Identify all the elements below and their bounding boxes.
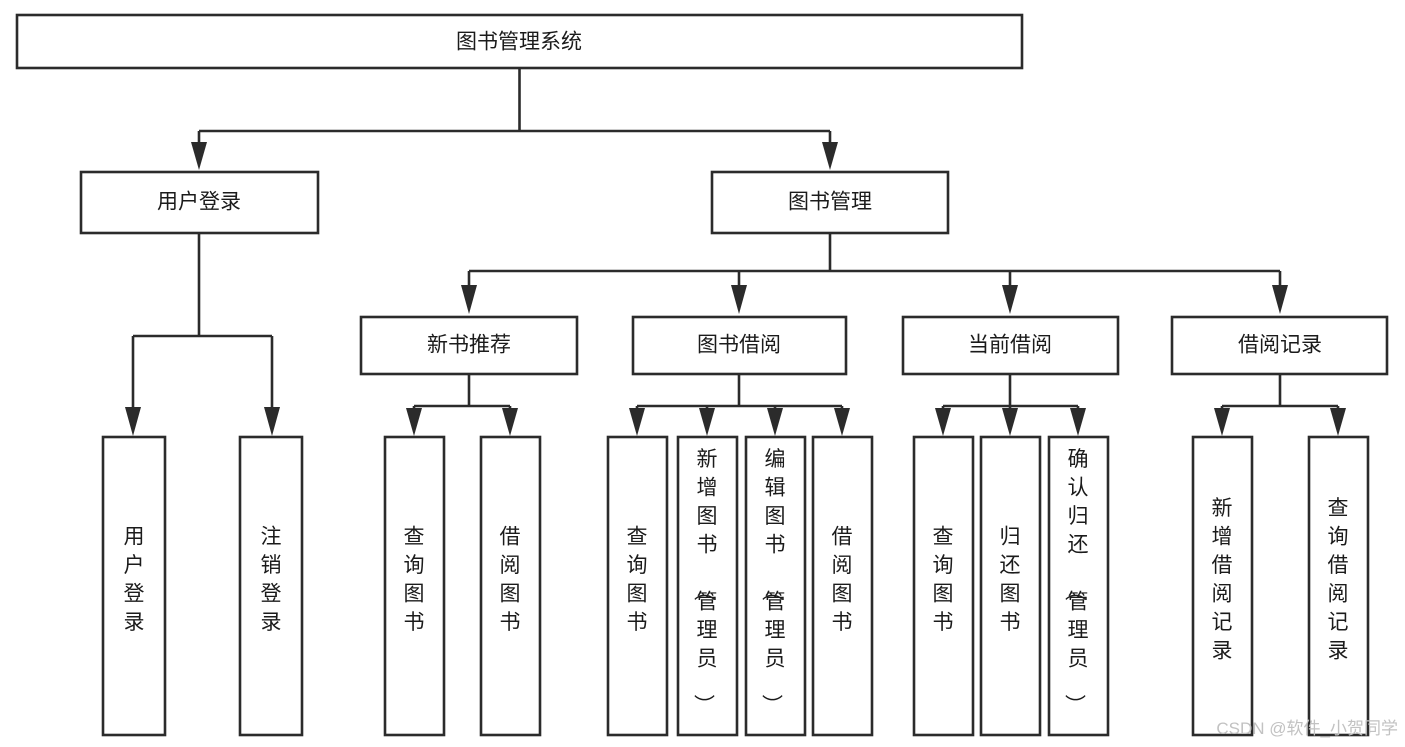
arrow-leaf-query-book-2 [629, 408, 645, 436]
arrow-leaf-query-book-1 [406, 408, 422, 436]
node-book-manage-label: 图书管理 [788, 191, 872, 214]
arrow-to-user-login [191, 142, 207, 170]
node-user-login-box[interactable] [79, 170, 320, 235]
leaf-query-record-label: 查询借阅记录 [1328, 497, 1349, 663]
leaf-query-record[interactable]: 查询借阅记录 [1307, 435, 1370, 737]
connector-group [125, 68, 1346, 436]
arrow-leaf-query-book-3 [935, 408, 951, 436]
leaf-edit-book[interactable]: 编辑图书（管理员） [744, 435, 807, 737]
leaf-borrow-book-2-label: 借阅图书 [832, 525, 853, 634]
leaf-confirm-return-box[interactable] [1047, 435, 1110, 737]
leaf-confirm-return-label: 确认归还（管理员） [1063, 448, 1089, 715]
node-new-book-recommend-box[interactable] [359, 315, 579, 376]
leaf-add-record-label: 新增借阅记录 [1212, 497, 1233, 663]
node-borrow-record[interactable]: 借阅记录 [1170, 315, 1389, 376]
node-new-book-recommend[interactable]: 新书推荐 [359, 315, 579, 376]
leaf-query-book-3-box[interactable] [912, 435, 975, 737]
leaf-edit-book-label: 编辑图书（管理员） [760, 448, 786, 715]
arrow-to-new-book-recommend [461, 285, 477, 314]
leaf-edit-book-box[interactable] [744, 435, 807, 737]
csdn-watermark: CSDN @软件_小贺同学 [1216, 719, 1398, 738]
arrow-leaf-add-record [1214, 408, 1230, 436]
leaf-return-book-box[interactable] [979, 435, 1042, 737]
node-book-manage-box[interactable] [710, 170, 950, 235]
node-user-login-label: 用户登录 [157, 191, 241, 214]
arrow-leaf-add-book [699, 408, 715, 436]
node-user-login[interactable]: 用户登录 [79, 170, 320, 235]
arrow-leaf-borrow-book-2 [834, 408, 850, 436]
arrow-leaf-return-book [1002, 408, 1018, 436]
leaf-borrow-book-2[interactable]: 借阅图书 [811, 435, 874, 737]
leaf-query-book-1-label: 查询图书 [404, 525, 425, 634]
arrow-leaf-query-record [1330, 408, 1346, 436]
leaf-borrow-book-1[interactable]: 借阅图书 [479, 435, 542, 737]
leaf-query-book-1[interactable]: 查询图书 [383, 435, 446, 737]
leaf-query-book-1-box[interactable] [383, 435, 446, 737]
node-root-label: 图书管理系统 [456, 31, 582, 54]
node-book-borrow-box[interactable] [631, 315, 848, 376]
leaf-user-login-label: 用户登录 [124, 525, 145, 634]
node-root-box[interactable] [15, 13, 1024, 70]
leaf-add-book[interactable]: 新增图书（管理员） [676, 435, 739, 737]
leaf-add-record[interactable]: 新增借阅记录 [1191, 435, 1254, 737]
arrow-to-current-borrow [1002, 285, 1018, 314]
leaf-borrow-book-1-label: 借阅图书 [500, 525, 521, 634]
node-root[interactable]: 图书管理系统 [15, 13, 1024, 70]
leaf-query-book-2-label: 查询图书 [627, 525, 648, 634]
arrow-leaf-user-login [125, 407, 141, 436]
leaf-query-book-2[interactable]: 查询图书 [606, 435, 669, 737]
node-new-book-recommend-label: 新书推荐 [427, 334, 511, 357]
node-current-borrow-label: 当前借阅 [968, 334, 1052, 357]
leaf-borrow-book-2-box[interactable] [811, 435, 874, 737]
arrow-to-book-borrow [731, 285, 747, 314]
leaf-logout-login-box[interactable] [238, 435, 304, 737]
arrow-leaf-borrow-book-1 [502, 408, 518, 436]
node-book-borrow[interactable]: 图书借阅 [631, 315, 848, 376]
leaf-return-book-label: 归还图书 [1000, 525, 1021, 634]
arrow-leaf-logout-login [264, 407, 280, 436]
leaf-user-login[interactable]: 用户登录 [101, 435, 167, 737]
node-book-manage[interactable]: 图书管理 [710, 170, 950, 235]
leaf-logout-login[interactable]: 注销登录 [238, 435, 304, 737]
arrow-leaf-confirm-return [1070, 408, 1086, 436]
leaf-query-record-box[interactable] [1307, 435, 1370, 737]
leaf-query-book-3[interactable]: 查询图书 [912, 435, 975, 737]
node-current-borrow-box[interactable] [901, 315, 1120, 376]
arrow-to-book-manage [822, 142, 838, 170]
leaf-add-book-box[interactable] [676, 435, 739, 737]
leaf-query-book-2-box[interactable] [606, 435, 669, 737]
arrow-to-borrow-record [1272, 285, 1288, 314]
leaf-confirm-return[interactable]: 确认归还（管理员） [1047, 435, 1110, 737]
leaf-add-book-label: 新增图书（管理员） [692, 448, 718, 715]
node-current-borrow[interactable]: 当前借阅 [901, 315, 1120, 376]
leaf-add-record-box[interactable] [1191, 435, 1254, 737]
leaf-user-login-box[interactable] [101, 435, 167, 737]
node-borrow-record-box[interactable] [1170, 315, 1389, 376]
arrow-leaf-edit-book [767, 408, 783, 436]
leaf-query-book-3-label: 查询图书 [933, 525, 954, 634]
node-borrow-record-label: 借阅记录 [1238, 334, 1322, 357]
leaf-return-book[interactable]: 归还图书 [979, 435, 1042, 737]
node-book-borrow-label: 图书借阅 [697, 334, 781, 357]
leaf-borrow-book-1-box[interactable] [479, 435, 542, 737]
leaf-logout-login-label: 注销登录 [261, 525, 282, 634]
